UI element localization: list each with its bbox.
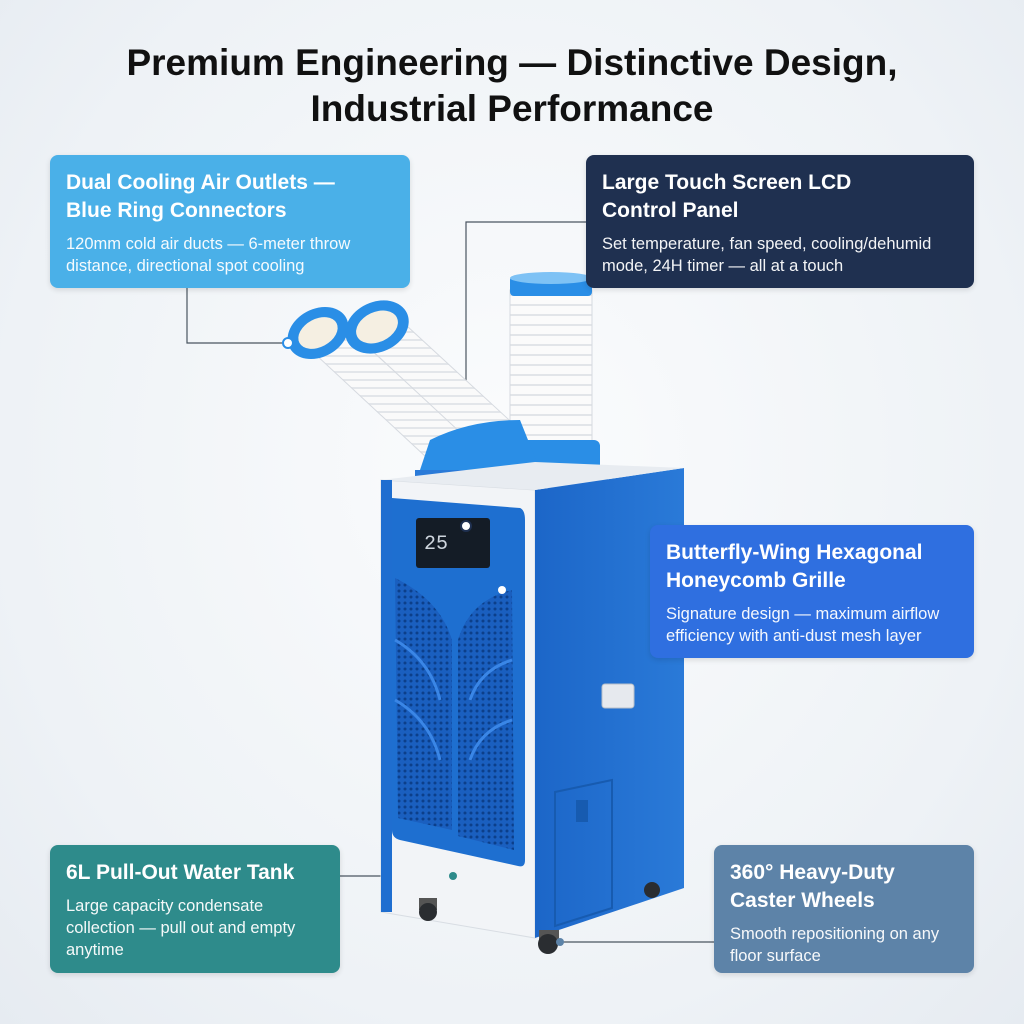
callout-body: 120mm cold air ducts — 6-meter throw dis… bbox=[66, 233, 394, 277]
callout-body: Smooth repositioning on any floor surfac… bbox=[730, 923, 958, 967]
angled-ducts bbox=[287, 300, 540, 471]
callout-air-outlets: Dual Cooling Air Outlets — Blue Ring Con… bbox=[50, 155, 410, 288]
heading-line: 6L Pull-Out Water Tank bbox=[66, 861, 295, 884]
callout-heading: Butterfly-Wing Hexagonal Honeycomb Grill… bbox=[666, 539, 958, 595]
body-line: floor surface bbox=[730, 947, 821, 965]
callout-water-tank: 6L Pull-Out Water Tank Large capacity co… bbox=[50, 845, 340, 973]
title-line-2: Industrial Performance bbox=[310, 88, 714, 129]
body-line: distance, directional spot cooling bbox=[66, 257, 305, 275]
body-line: Smooth repositioning on any bbox=[730, 925, 940, 943]
unit-body: 25 bbox=[380, 462, 684, 939]
body-line: collection — pull out and empty bbox=[66, 919, 296, 937]
page-title: Premium Engineering — Distinctive Design… bbox=[0, 40, 1024, 132]
body-line: 120mm cold air ducts — 6-meter throw bbox=[66, 235, 351, 253]
heading-line: Control Panel bbox=[602, 199, 739, 222]
callout-honeycomb-grille: Butterfly-Wing Hexagonal Honeycomb Grill… bbox=[650, 525, 974, 658]
caster-wheels bbox=[419, 882, 660, 954]
heading-line: Butterfly-Wing Hexagonal bbox=[666, 541, 923, 564]
heading-line: Honeycomb Grille bbox=[666, 569, 846, 592]
body-line: anytime bbox=[66, 941, 124, 959]
body-line: mode, 24H timer — all at a touch bbox=[602, 257, 844, 275]
heading-line: 360° Heavy-Duty bbox=[730, 861, 895, 884]
callout-body: Large capacity condensate collection — p… bbox=[66, 895, 324, 961]
heading-line: Blue Ring Connectors bbox=[66, 199, 287, 222]
callout-heading: Dual Cooling Air Outlets — Blue Ring Con… bbox=[66, 169, 394, 225]
callout-heading: 6L Pull-Out Water Tank bbox=[66, 859, 324, 887]
callout-body: Set temperature, fan speed, cooling/dehu… bbox=[602, 233, 958, 277]
callout-caster-wheels: 360° Heavy-Duty Caster Wheels Smooth rep… bbox=[714, 845, 974, 973]
heading-line: Dual Cooling Air Outlets — bbox=[66, 171, 335, 194]
lcd-screen bbox=[416, 518, 490, 568]
connector-outlets bbox=[186, 288, 288, 344]
callout-lcd-panel: Large Touch Screen LCD Control Panel Set… bbox=[586, 155, 974, 288]
body-line: Set temperature, fan speed, cooling/dehu… bbox=[602, 235, 932, 253]
heading-line: Large Touch Screen LCD bbox=[602, 171, 852, 194]
body-line: Large capacity condensate bbox=[66, 897, 264, 915]
callout-body: Signature design — maximum airflow effic… bbox=[666, 603, 958, 647]
callout-heading: Large Touch Screen LCD Control Panel bbox=[602, 169, 958, 225]
body-line: Signature design — maximum airflow bbox=[666, 605, 940, 623]
lcd-temperature: 25 bbox=[424, 533, 448, 556]
callout-heading: 360° Heavy-Duty Caster Wheels bbox=[730, 859, 958, 915]
heading-line: Caster Wheels bbox=[730, 889, 875, 912]
title-line-1: Premium Engineering — Distinctive Design… bbox=[126, 42, 898, 83]
body-line: efficiency with anti-dust mesh layer bbox=[666, 627, 922, 645]
